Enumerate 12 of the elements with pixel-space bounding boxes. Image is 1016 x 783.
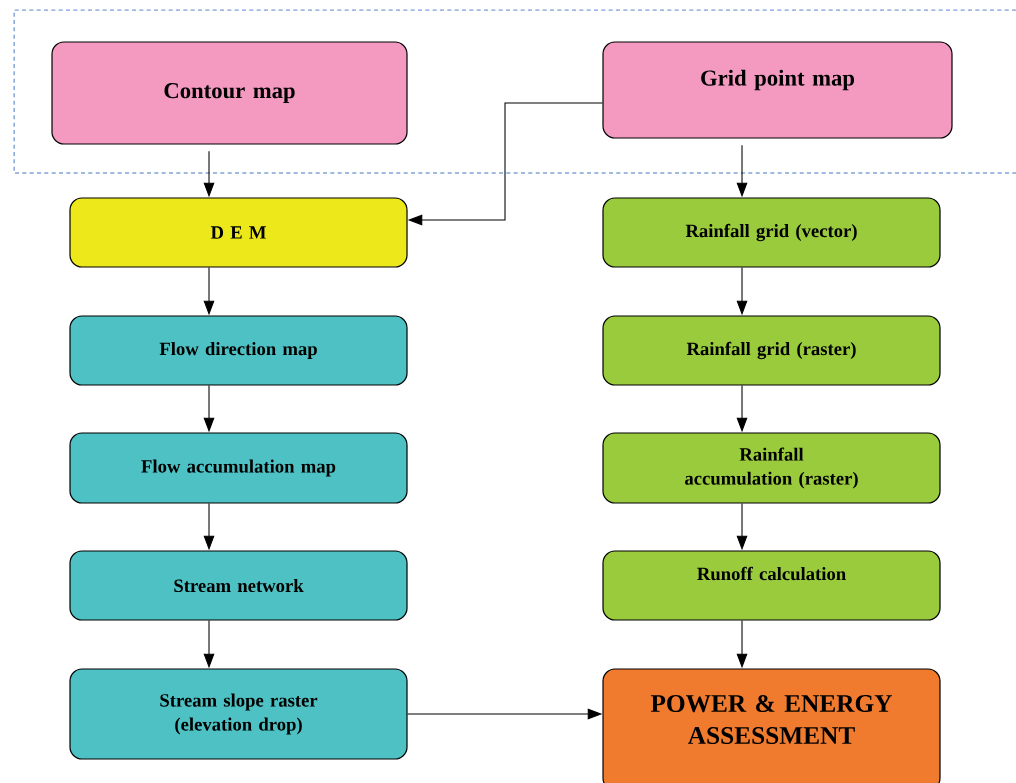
- process-box: Stream slope raster (elevation drop): [69, 668, 408, 760]
- process-box: Rainfall accumulation (raster): [602, 432, 941, 504]
- process-box: POWER & ENERGY ASSESSMENT: [602, 668, 941, 783]
- process-box: Rainfall grid (raster): [602, 315, 941, 386]
- process-box: Contour map: [51, 41, 408, 145]
- process-box: Grid point map: [602, 41, 953, 139]
- process-box: Flow accumulation map: [69, 432, 408, 504]
- process-box: D E M: [69, 197, 408, 268]
- process-box: Stream network: [69, 550, 408, 621]
- process-box: Flow direction map: [69, 315, 408, 386]
- process-box: Rainfall grid (vector): [602, 197, 941, 268]
- process-box: Runoff calculation: [602, 550, 941, 621]
